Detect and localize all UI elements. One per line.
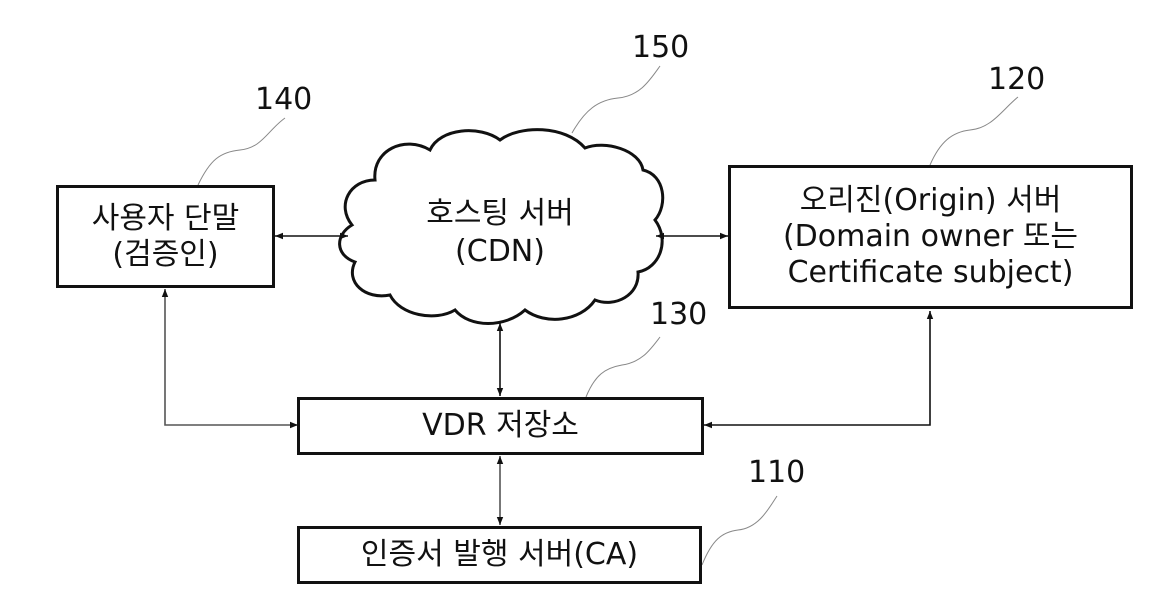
ref-150: 150 [632, 30, 690, 65]
origin-server-label-line-2: (Domain owner 또는 [782, 219, 1079, 254]
ca-server-node: 인증서 발행 서버(CA) [297, 526, 702, 584]
leader-150 [571, 65, 661, 134]
ref-120: 120 [988, 62, 1046, 97]
user-terminal-label-line-1: 사용자 단말 [91, 200, 240, 236]
ref-130: 130 [650, 297, 708, 332]
origin-server-label-line-3: Certificate subject) [787, 255, 1074, 290]
edge-user-vdr [161, 289, 298, 429]
ca-server-label: 인증서 발행 서버(CA) [360, 537, 639, 572]
hosting-server-label-line-1: 호스팅 서버 [426, 196, 574, 231]
hosting-server-label-line-2: (CDN) [455, 234, 545, 269]
vdr-storage-node: VDR 저장소 [297, 397, 704, 455]
leader-110 [701, 495, 778, 566]
leader-120 [929, 96, 1019, 166]
ref-140: 140 [255, 82, 313, 117]
user-terminal-label-line-2: (검증인) [112, 236, 219, 272]
edge-origin-vdr [704, 311, 934, 429]
hosting-server-node: 호스팅 서버 (CDN) [390, 195, 610, 271]
ref-110: 110 [748, 455, 806, 490]
user-terminal-node: 사용자 단말 (검증인) [56, 185, 275, 288]
origin-server-label-line-1: 오리진(Origin) 서버 [799, 183, 1062, 218]
cloud-shape [338, 128, 665, 325]
vdr-storage-label: VDR 저장소 [422, 408, 579, 443]
origin-server-node: 오리진(Origin) 서버 (Domain owner 또는 Certific… [728, 165, 1133, 309]
leader-130 [585, 336, 661, 398]
leader-140 [197, 117, 286, 186]
